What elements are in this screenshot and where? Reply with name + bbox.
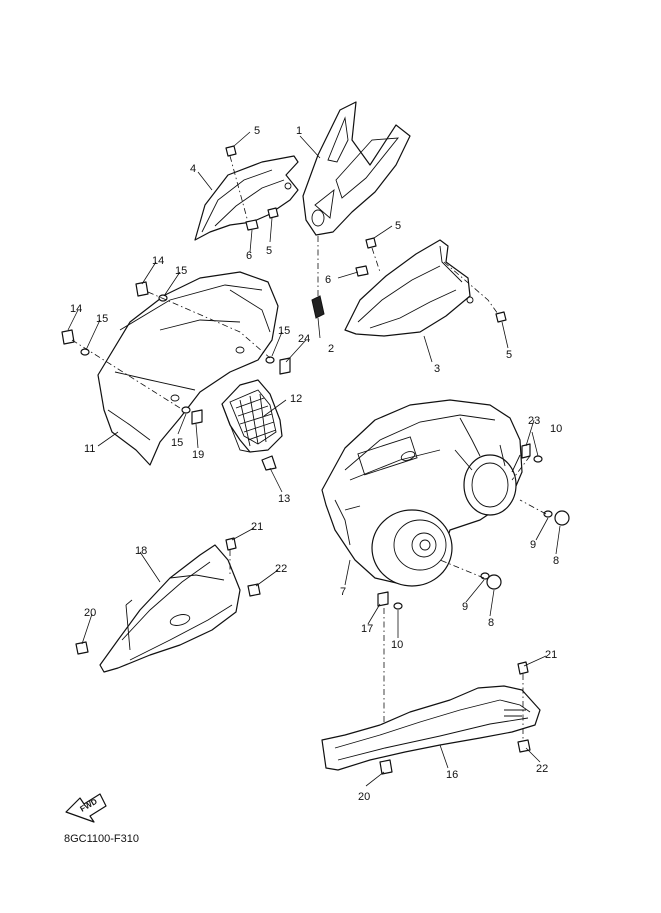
- callout-15a: 15: [175, 265, 187, 277]
- washers-15: [80, 294, 275, 414]
- callout-9a: 9: [530, 539, 536, 551]
- callout-23: 23: [528, 415, 540, 427]
- callout-13: 13: [278, 493, 290, 505]
- callout-17: 17: [361, 623, 373, 635]
- callout-24: 24: [298, 333, 310, 345]
- callout-22b: 22: [536, 763, 548, 775]
- hardware-misc: [75, 357, 570, 775]
- part-1-front-cover: [302, 101, 411, 236]
- callout-9b: 9: [462, 601, 468, 613]
- callout-22a: 22: [275, 563, 287, 575]
- part-7-body-cover: [321, 399, 523, 587]
- callout-2: 2: [328, 343, 334, 355]
- callout-20a: 20: [84, 607, 96, 619]
- callout-4: 4: [190, 163, 196, 175]
- callout-1: 1: [296, 125, 302, 137]
- callout-6a: 6: [246, 250, 252, 262]
- callout-20b: 20: [358, 791, 370, 803]
- callout-5b: 5: [266, 245, 272, 257]
- callout-14a: 14: [152, 255, 164, 267]
- part-12-grille: [221, 379, 283, 453]
- callout-8b: 8: [488, 617, 494, 629]
- callout-6b: 6: [325, 274, 331, 286]
- callout-5a: 5: [254, 125, 260, 137]
- callout-21a: 21: [251, 521, 263, 533]
- callout-12: 12: [290, 393, 302, 405]
- part-3-right-side-cover: [344, 239, 474, 337]
- callout-10b: 10: [391, 639, 403, 651]
- part-16-right-lower-cover: [321, 685, 541, 771]
- alignment-lines: [71, 155, 547, 740]
- part-11-leg-shield: [97, 271, 279, 466]
- callout-15d: 15: [171, 437, 183, 449]
- part-4-left-side-cover: [194, 155, 299, 241]
- callout-19: 19: [192, 449, 204, 461]
- callout-10a: 10: [550, 423, 562, 435]
- callout-21b: 21: [545, 649, 557, 661]
- callout-11: 11: [84, 443, 95, 455]
- screws-5: [225, 145, 507, 323]
- callout-16: 16: [446, 769, 458, 781]
- fwd-arrow-icon: FWD: [65, 793, 107, 823]
- part-18-left-lower-cover: [99, 544, 241, 673]
- callout-5d: 5: [506, 349, 512, 361]
- callout-8a: 8: [553, 555, 559, 567]
- diagram-code: 8GC1100-F310: [64, 833, 139, 845]
- callout-18: 18: [135, 545, 147, 557]
- bolts-14: [61, 281, 149, 345]
- callout-15c: 15: [278, 325, 290, 337]
- part-2-bracket: [311, 295, 325, 319]
- callout-labels: 1 2 3 4 5 5 5 5 6 6 7 8 8 9 9 10 10 11 1…: [70, 125, 562, 803]
- leader-lines: [67, 131, 561, 787]
- callout-7: 7: [340, 586, 346, 598]
- callout-5c: 5: [395, 220, 401, 232]
- callout-14b: 14: [70, 303, 82, 315]
- nuts-6: [245, 219, 369, 277]
- callout-3: 3: [434, 363, 440, 375]
- callout-15b: 15: [96, 313, 108, 325]
